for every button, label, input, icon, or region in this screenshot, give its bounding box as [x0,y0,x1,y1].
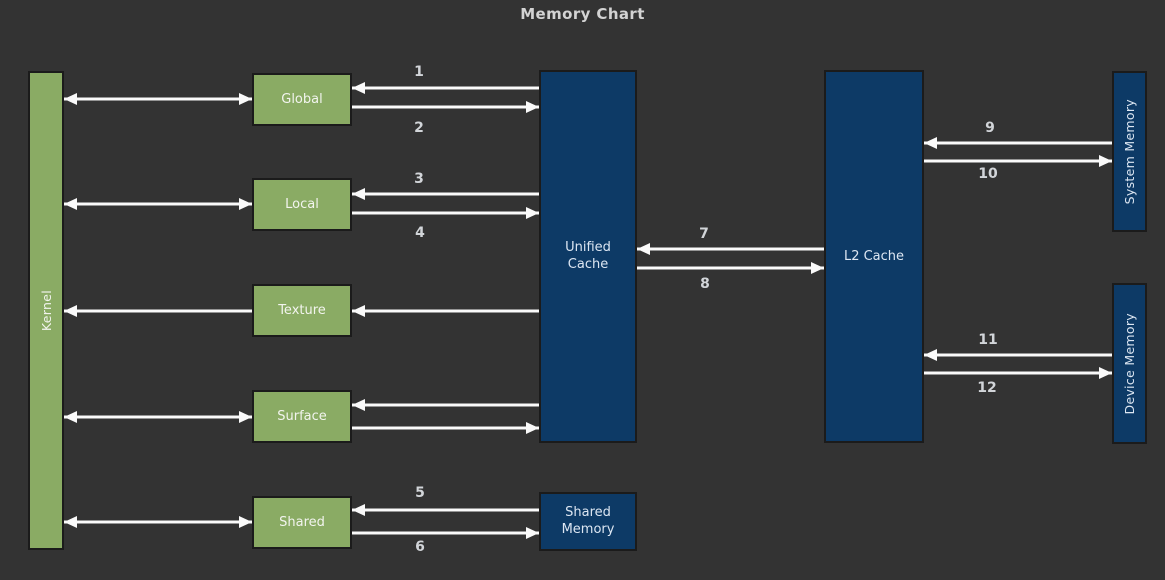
node-shared-label: Shared [279,515,325,530]
node-shared: Shared [252,496,352,549]
node-kernel: Kernel [28,71,64,550]
node-texture-label: Texture [278,303,326,318]
edge-number-7: 7 [699,226,709,242]
node-device-memory: Device Memory [1112,283,1147,444]
edge-number-4: 4 [415,225,425,241]
edge-number-11: 11 [978,332,997,348]
node-global-label: Global [281,92,323,107]
edge-number-8: 8 [700,276,710,292]
edge-number-12: 12 [977,380,996,396]
edge-number-2: 2 [414,120,424,136]
page-title: Memory Chart [520,5,645,23]
node-l2-cache: L2 Cache [824,70,924,443]
node-local: Local [252,178,352,231]
node-kernel-label: Kernel [38,289,54,332]
node-system-memory-label: System Memory [1122,98,1137,205]
edge-number-3: 3 [414,171,424,187]
edge-number-5: 5 [415,485,425,501]
node-unified-cache-label: Unified Cache [565,239,611,272]
node-system-memory: System Memory [1112,71,1147,232]
edge-number-10: 10 [978,166,998,182]
node-l2-cache-label: L2 Cache [843,249,905,264]
edge-number-9: 9 [985,120,995,136]
node-surface-label: Surface [277,409,327,424]
node-unified-cache: Unified Cache [539,70,637,443]
node-shared-memory-label: Shared Memory [561,504,615,537]
node-global: Global [252,73,352,126]
node-surface: Surface [252,390,352,443]
node-local-label: Local [285,197,319,212]
node-shared-memory: Shared Memory [539,492,637,551]
edge-number-6: 6 [415,539,425,555]
node-texture: Texture [252,284,352,337]
edge-number-1: 1 [414,64,424,80]
node-device-memory-label: Device Memory [1122,312,1137,415]
